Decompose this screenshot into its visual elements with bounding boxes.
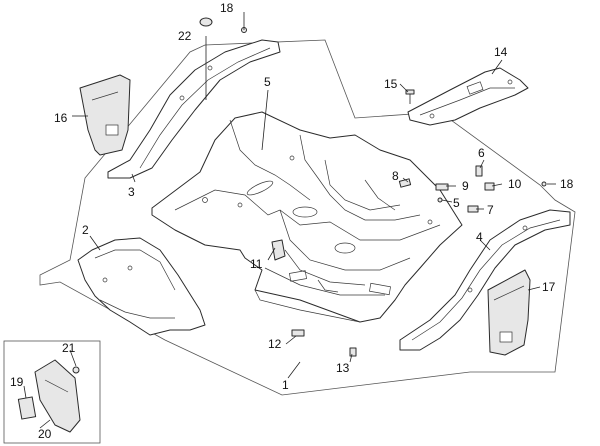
side-rail-left (107, 39, 281, 179)
inset-box (3, 340, 101, 444)
bolt (405, 89, 415, 104)
callout-20: 20 (38, 427, 52, 441)
small-fasteners (271, 165, 547, 357)
callout-5-lower: 5 (453, 196, 460, 210)
callout-12: 12 (268, 337, 282, 351)
callout-9: 9 (462, 179, 469, 193)
callout-13: 13 (336, 361, 350, 375)
callout-15: 15 (384, 77, 398, 91)
leader-lines (23, 12, 556, 429)
callout-8: 8 (392, 169, 399, 183)
support-bracket (407, 67, 529, 126)
bracket-plate-left (79, 74, 131, 156)
floor-panel (151, 111, 463, 323)
callout-5-upper: 5 (264, 75, 271, 89)
callout-labels: 1 2 3 4 5 5 6 7 8 9 10 11 12 13 14 15 16… (10, 1, 574, 441)
callout-1: 1 (282, 378, 289, 392)
callout-7: 7 (487, 203, 494, 217)
callout-17: 17 (542, 280, 556, 294)
wheel-arch-left (77, 237, 206, 336)
callout-18-top: 18 (220, 1, 234, 15)
callout-4: 4 (476, 230, 483, 244)
callout-21: 21 (62, 341, 76, 355)
side-rail-right (399, 209, 571, 351)
callout-19: 19 (10, 375, 24, 389)
callout-6: 6 (478, 146, 485, 160)
callout-2: 2 (82, 223, 89, 237)
inset-cover (17, 359, 81, 433)
callout-14: 14 (494, 45, 508, 59)
bracket-plate-right (487, 269, 531, 356)
assembly-boundary (39, 39, 576, 396)
callout-18-right: 18 (560, 177, 574, 191)
callout-11: 11 (250, 257, 263, 271)
callout-10: 10 (508, 177, 522, 191)
callout-16: 16 (54, 111, 68, 125)
plug-cap (199, 17, 213, 27)
callout-22: 22 (178, 29, 192, 43)
callout-3: 3 (128, 185, 135, 199)
